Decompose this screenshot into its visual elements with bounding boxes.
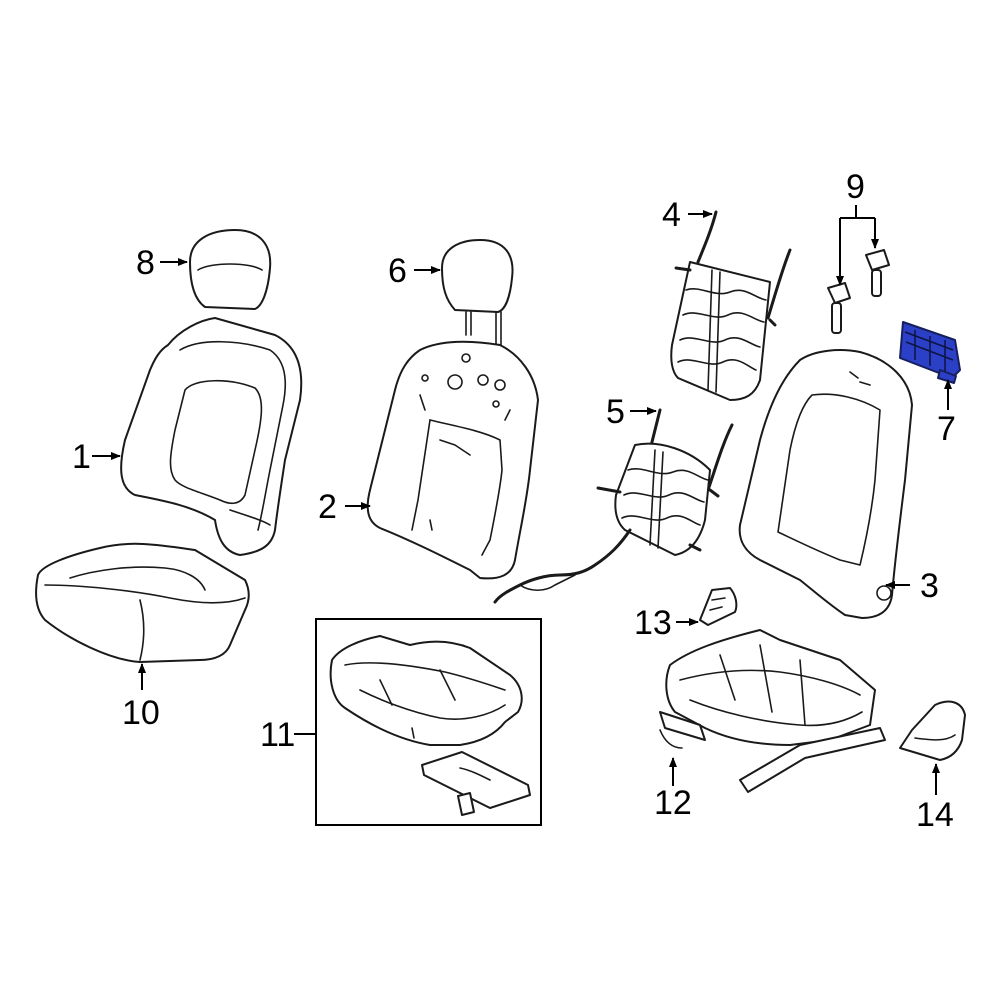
callout-13: 13 [634, 604, 672, 642]
part-14-side-shield[interactable] [899, 700, 966, 761]
part-7-highlighted-bracket[interactable] [899, 321, 961, 384]
part-11-seat-cushion-pad[interactable] [329, 635, 523, 746]
callout-2: 2 [318, 488, 337, 526]
part-11-seat-pan-insert[interactable] [421, 751, 531, 816]
callout-12: 12 [654, 784, 692, 822]
part-9-headrest-guide-left[interactable] [827, 282, 851, 334]
part-2-seat-back-pad[interactable] [366, 340, 539, 580]
part-13-trim-piece[interactable] [699, 587, 738, 626]
part-5-seat-back-suspension[interactable] [493, 408, 734, 604]
callout-11: 11 [260, 716, 295, 754]
part-6-headrest[interactable] [441, 239, 514, 349]
part-10-seat-cushion-cover[interactable] [35, 542, 250, 663]
part-11-kit-frame [315, 618, 542, 826]
callout-1: 1 [72, 438, 91, 476]
callout-4: 4 [662, 196, 681, 234]
part-12-seat-track-adjuster[interactable] [659, 629, 886, 793]
callout-6: 6 [388, 252, 407, 290]
callout-8: 8 [136, 244, 155, 282]
callout-3: 3 [920, 567, 939, 605]
leader-lines [92, 205, 952, 795]
callout-7: 7 [937, 410, 956, 448]
part-1-seat-back-cover[interactable] [120, 317, 303, 556]
part-4-lumbar-spring-mat[interactable] [670, 210, 792, 401]
callout-9: 9 [846, 168, 865, 206]
callout-10: 10 [122, 694, 160, 732]
part-3-seat-back-frame[interactable] [738, 349, 913, 619]
part-8-headrest-cover[interactable] [189, 229, 272, 310]
callout-14: 14 [916, 796, 954, 834]
callout-5: 5 [606, 393, 625, 431]
part-9-headrest-guide-right[interactable] [865, 249, 890, 297]
